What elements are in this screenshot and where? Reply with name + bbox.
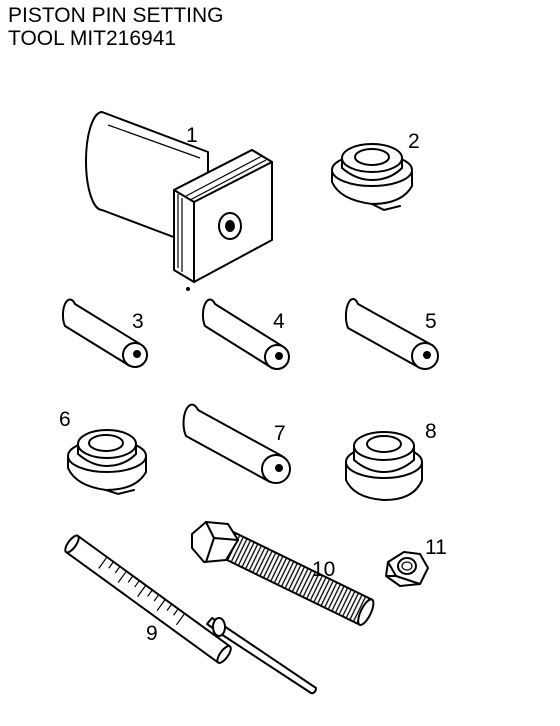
part-label-4: 4 — [273, 310, 285, 333]
part-8-flanged-nut-icon — [345, 431, 423, 501]
part-label-6: 6 — [59, 408, 71, 431]
part-label-5: 5 — [425, 310, 437, 333]
part-7-small-pin-icon — [182, 403, 291, 484]
part-label-8: 8 — [425, 420, 437, 443]
diagram-title: PISTON PIN SETTING TOOL MIT216941 — [8, 4, 223, 50]
part-label-10: 10 — [312, 558, 335, 581]
part-4-small-pin-icon — [201, 298, 290, 370]
part-label-3: 3 — [132, 310, 144, 333]
part-9-scaled-rod-icon — [64, 534, 317, 695]
part-2-flanged-nut-icon — [331, 143, 413, 212]
part-1-bracket-block-icon — [85, 111, 273, 291]
part-label-9: 9 — [146, 622, 158, 645]
part-3-small-pin-icon — [61, 298, 148, 368]
part-5-small-pin-icon — [344, 298, 439, 370]
part-label-1: 1 — [186, 124, 198, 147]
part-11-hex-nut-icon — [385, 551, 429, 587]
part-6-flanged-nut-icon — [67, 429, 147, 496]
part-label-7: 7 — [274, 422, 286, 445]
part-label-11: 11 — [425, 536, 447, 559]
title-line-1: PISTON PIN SETTING — [8, 4, 224, 27]
part-label-2: 2 — [408, 130, 420, 153]
part-10-hex-bolt-icon — [191, 521, 375, 627]
title-line-2: TOOL MIT216941 — [8, 27, 177, 50]
